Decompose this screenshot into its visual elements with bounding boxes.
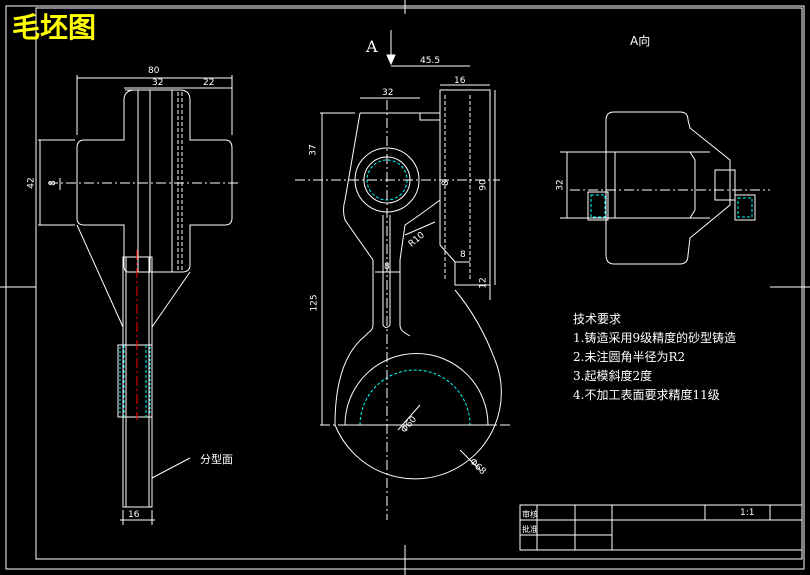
tech-heading: 技术要求 [573,312,622,326]
dim-22: 22 [203,78,215,88]
dim-32-right: 32 [555,179,566,191]
dim-8-main-a: 8 [440,180,451,186]
drawing-title: 毛坯图 [12,11,97,44]
tech-item: 2.未注圆角半径为R2 [573,350,686,364]
dim-42: 42 [26,177,37,189]
dim-16-main: 16 [454,76,466,86]
dim-80: 80 [148,66,160,76]
parting-surface-label: 分型面 [200,453,233,466]
main-view [295,30,510,520]
dim-8-main-b: 8 [384,262,390,272]
technical-requirements: 技术要求 1.铸造采用9级精度的砂型铸造 2.未注圆角半径为R2 3.起模斜度2… [573,310,736,405]
title-block [519,504,803,551]
tech-item: 1.铸造采用9级精度的砂型铸造 [573,331,737,345]
tech-item: 4.不加工表面要求精度11级 [573,388,720,402]
inner-border [35,7,803,560]
title-block-row1: 审核 [522,510,538,519]
left-view [38,75,240,525]
dim-45-5: 45.5 [420,56,441,66]
dim-16-bottom: 16 [128,510,140,520]
title-block-scale: 1:1 [740,508,755,518]
tech-item: 3.起模斜度2度 [573,369,653,383]
dim-8-main-c: 8 [460,250,466,260]
arrow-a-label: A [366,37,378,56]
view-a-label: A向 [630,34,651,48]
dim-32: 32 [152,78,164,88]
dim-90: 90 [478,179,489,191]
title-block-row2: 批准 [522,525,538,534]
dim-8-left: 8 [47,180,58,186]
dim-37: 37 [308,144,319,156]
right-view [560,111,770,265]
dim-12: 12 [478,277,489,289]
dim-125: 125 [309,294,320,312]
dim-32-main: 32 [382,88,394,98]
